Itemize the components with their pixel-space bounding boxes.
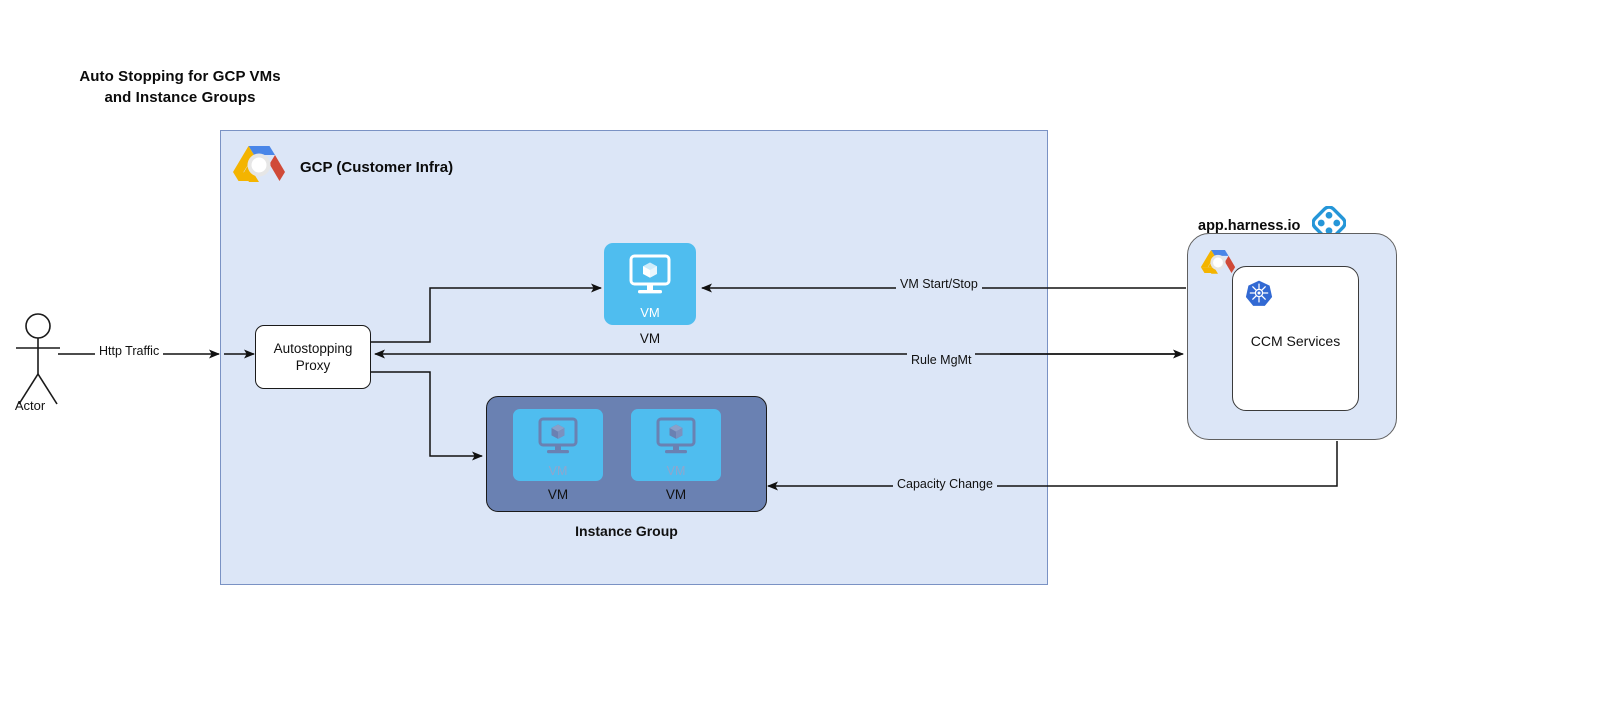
gcp-container-label: GCP (Customer Infra) xyxy=(300,159,454,176)
page-title-line-2: and Instance Groups xyxy=(104,89,256,106)
autostopping-proxy-label-line-1: Autostopping xyxy=(273,341,353,356)
edge-label-rule-mgmt: Rule MgMt xyxy=(907,353,976,367)
edge-label-http-traffic: Http Traffic xyxy=(95,344,164,358)
vm-inner-label: VM xyxy=(640,305,660,320)
gcp-container-header: GCP (Customer Infra) xyxy=(232,140,453,195)
gcp-hexagon-logo-icon xyxy=(1200,246,1236,284)
vm-monitor-cube-icon xyxy=(622,251,678,308)
harness-label: app.harness.io xyxy=(1198,217,1301,234)
vm-monitor-cube-icon xyxy=(650,415,702,468)
instance-group-vm-caption: VM xyxy=(665,487,687,502)
page-title: Auto Stopping for GCP VMs and Instance G… xyxy=(40,66,320,108)
autostopping-proxy-node[interactable]: Autostopping Proxy xyxy=(255,325,371,389)
autostopping-proxy-label-line-2: Proxy xyxy=(295,358,331,373)
edge-label-vm-start-stop: VM Start/Stop xyxy=(896,277,982,291)
vm-monitor-cube-icon xyxy=(532,415,584,468)
harness-platform-container: CCM Services xyxy=(1187,233,1397,440)
vm-node[interactable]: VM VM xyxy=(604,243,696,346)
vm-tile: VM xyxy=(604,243,696,325)
page-title-line-1: Auto Stopping for GCP VMs xyxy=(79,68,281,85)
instance-group-vm-tile[interactable]: VM xyxy=(513,409,603,481)
instance-group-vm-inner-label: VM xyxy=(666,464,686,478)
actor-label: Actor xyxy=(14,398,46,413)
gcp-hexagon-logo-icon xyxy=(232,140,286,195)
harness-diamond-logo-icon xyxy=(1311,205,1347,245)
harness-header: app.harness.io xyxy=(1198,205,1347,245)
instance-group-vm-inner-label: VM xyxy=(548,464,568,478)
ccm-services-label: CCM Services xyxy=(1250,333,1341,349)
instance-group-container[interactable]: VM VM VM VM xyxy=(486,396,767,512)
instance-group-vm-tile[interactable]: VM xyxy=(631,409,721,481)
actor-icon xyxy=(8,312,68,412)
edge-label-capacity-change: Capacity Change xyxy=(893,477,997,491)
instance-group-vm-caption: VM xyxy=(547,487,569,502)
kubernetes-icon xyxy=(1245,279,1273,312)
ccm-services-node[interactable]: CCM Services xyxy=(1232,266,1359,411)
instance-group-caption: Instance Group xyxy=(575,523,678,539)
vm-caption: VM xyxy=(639,331,661,346)
